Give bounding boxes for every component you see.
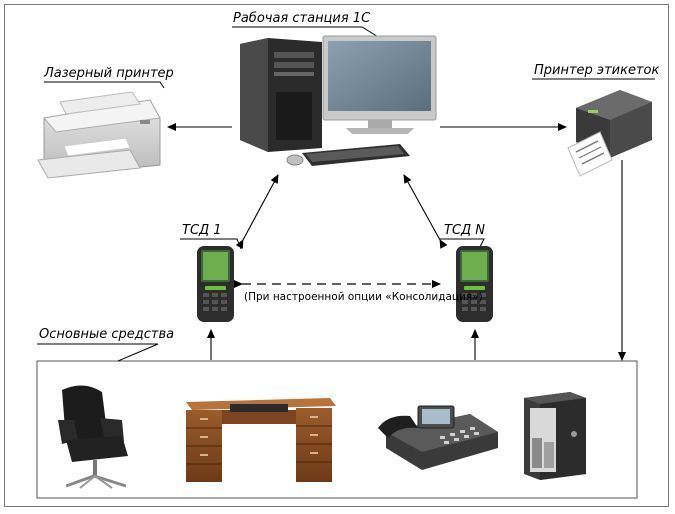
tsd-1-label: ТСД 1 <box>182 223 222 238</box>
handheld-scanner-icon-n <box>456 246 493 322</box>
desktop-computer-icon <box>240 35 437 166</box>
tsd-n-label: ТСД N <box>444 223 486 238</box>
diagram-border <box>4 4 669 507</box>
laser-printer-leader <box>44 81 165 89</box>
office-chair-icon <box>58 385 128 489</box>
consolidation-note: (При настроенной опции «Консолидация») <box>244 291 483 303</box>
laser-printer-label: Лазерный принтер <box>44 66 174 81</box>
laser-printer-icon <box>37 91 161 179</box>
arrow-tsdn-workstation <box>403 174 448 249</box>
desk-phone-icon <box>378 405 498 470</box>
handheld-scanner-icon-1 <box>197 246 234 322</box>
tsdn-leader <box>440 238 485 250</box>
safe-icon <box>524 392 586 480</box>
arrow-tsd1-workstation <box>235 174 279 249</box>
assets-leader <box>37 343 159 362</box>
office-desk-icon <box>186 398 336 482</box>
workstation-leader <box>232 26 381 39</box>
assets-box <box>36 360 638 499</box>
assets-label: Основные средства <box>39 327 175 342</box>
label-printer-icon <box>567 90 652 177</box>
label-printer-label: Принтер этикеток <box>534 63 660 78</box>
workstation-label: Рабочая станция 1С <box>233 11 371 26</box>
